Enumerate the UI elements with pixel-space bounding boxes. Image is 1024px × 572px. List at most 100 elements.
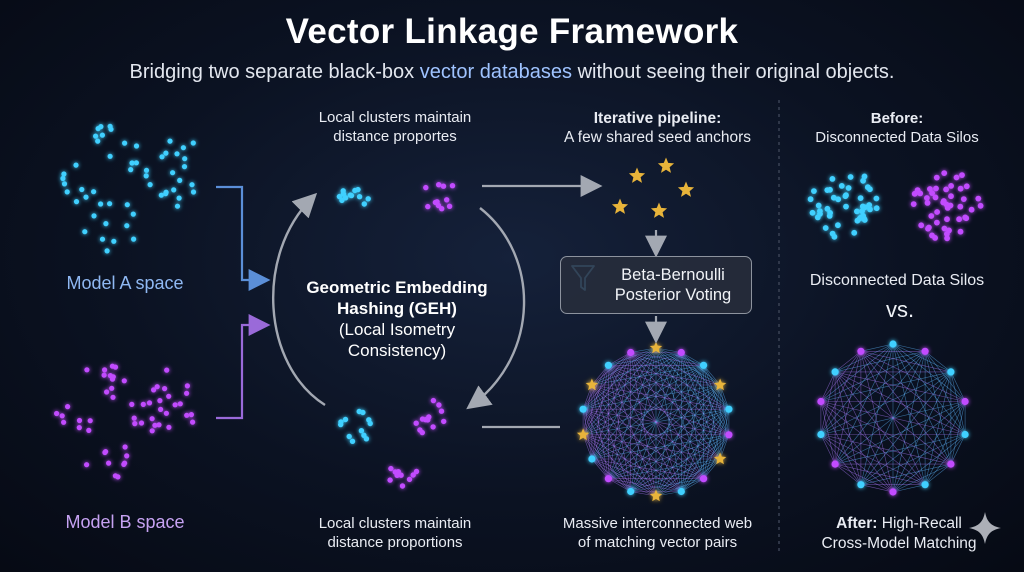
vector-point bbox=[977, 202, 984, 209]
web-edge bbox=[655, 347, 704, 479]
vector-point bbox=[933, 174, 940, 181]
vector-point bbox=[122, 140, 128, 146]
vector-point bbox=[910, 201, 917, 208]
vs-label: vs. bbox=[885, 297, 915, 322]
web-node bbox=[677, 487, 685, 496]
geh-cycle-arc-left bbox=[272, 192, 326, 407]
web-edge bbox=[924, 401, 966, 485]
web-node bbox=[588, 455, 596, 463]
vector-point bbox=[158, 406, 164, 412]
after-web bbox=[817, 340, 969, 496]
vector-point bbox=[84, 462, 90, 468]
vector-point bbox=[180, 145, 186, 151]
web-edge bbox=[892, 343, 952, 465]
vector-point bbox=[430, 424, 436, 430]
vector-point bbox=[934, 209, 940, 215]
vector-point bbox=[829, 230, 836, 237]
web-edge bbox=[703, 365, 721, 386]
vector-point bbox=[170, 170, 176, 176]
vector-point bbox=[854, 208, 860, 215]
vector-point bbox=[436, 182, 442, 188]
web-edge bbox=[860, 401, 966, 485]
web-edge bbox=[630, 347, 657, 353]
web-edge bbox=[582, 434, 682, 492]
vector-point bbox=[449, 183, 456, 189]
vector-point bbox=[957, 185, 964, 192]
vector-point bbox=[860, 177, 866, 184]
before-heading: Before: Disconnected Data Silos bbox=[815, 110, 979, 146]
web-node bbox=[677, 348, 685, 357]
web-edge bbox=[582, 409, 631, 492]
web-edge bbox=[820, 401, 836, 465]
vector-point bbox=[95, 126, 101, 132]
vector-point bbox=[140, 401, 146, 407]
web-node bbox=[725, 431, 733, 439]
vector-point bbox=[342, 416, 349, 423]
vector-point bbox=[172, 402, 178, 408]
vector-point bbox=[60, 175, 66, 182]
vector-point bbox=[190, 140, 196, 146]
web-node bbox=[831, 460, 839, 468]
vector-point bbox=[73, 199, 80, 205]
vector-point bbox=[171, 187, 177, 193]
web-edge bbox=[655, 365, 704, 497]
model-a-cluster bbox=[158, 170, 197, 209]
web-node bbox=[700, 475, 708, 483]
web-edge bbox=[591, 384, 730, 436]
vector-point bbox=[924, 200, 931, 206]
vector-point bbox=[918, 222, 925, 229]
vector-point bbox=[103, 221, 109, 227]
vector-point bbox=[188, 412, 194, 418]
model-b-cluster bbox=[54, 404, 93, 433]
web-edge bbox=[950, 371, 966, 402]
vector-point bbox=[859, 208, 865, 215]
web-node bbox=[627, 348, 635, 357]
vector-point bbox=[342, 195, 349, 201]
web-edge bbox=[681, 352, 730, 410]
web-edge bbox=[582, 365, 609, 410]
star-icon bbox=[576, 428, 590, 441]
vector-point bbox=[843, 203, 849, 210]
center-cluster-purple-bottom bbox=[413, 397, 447, 436]
vector-point bbox=[866, 202, 873, 208]
vector-point bbox=[423, 184, 429, 191]
vector-point bbox=[857, 195, 864, 202]
web-edge bbox=[591, 384, 631, 492]
vector-point bbox=[104, 389, 110, 395]
web-edge bbox=[655, 458, 721, 497]
vector-point bbox=[174, 203, 181, 209]
vector-point bbox=[413, 468, 420, 475]
web-edge bbox=[582, 434, 704, 479]
vector-point bbox=[925, 225, 931, 232]
vector-point bbox=[128, 167, 134, 173]
web-edge bbox=[924, 463, 952, 485]
vector-point bbox=[851, 229, 858, 236]
top-cluster-caption: Local clusters maintain distance proport… bbox=[318, 109, 472, 145]
geh-cycle-arc-right bbox=[466, 207, 526, 410]
web-edge bbox=[630, 352, 730, 436]
web-edge bbox=[582, 409, 609, 479]
vector-point bbox=[361, 432, 367, 438]
vector-point bbox=[65, 404, 71, 410]
vector-point bbox=[867, 186, 873, 193]
vector-point bbox=[99, 132, 105, 138]
vector-point bbox=[121, 378, 127, 384]
web-edge bbox=[835, 371, 966, 402]
vector-point bbox=[176, 195, 182, 201]
vector-point bbox=[440, 183, 447, 189]
vector-point bbox=[146, 400, 153, 406]
vector-point bbox=[133, 143, 140, 149]
silos-label: Disconnected Data Silos bbox=[809, 272, 985, 289]
web-edge bbox=[591, 352, 631, 386]
web-edge bbox=[681, 352, 721, 460]
vector-point bbox=[943, 201, 950, 208]
vector-point bbox=[438, 408, 445, 414]
web-edge bbox=[591, 384, 657, 497]
web-edge bbox=[591, 384, 704, 479]
vector-point bbox=[184, 390, 190, 396]
vector-point bbox=[960, 196, 967, 203]
web-edge bbox=[703, 409, 730, 479]
web-edge bbox=[834, 351, 862, 373]
web-edge bbox=[820, 343, 894, 402]
